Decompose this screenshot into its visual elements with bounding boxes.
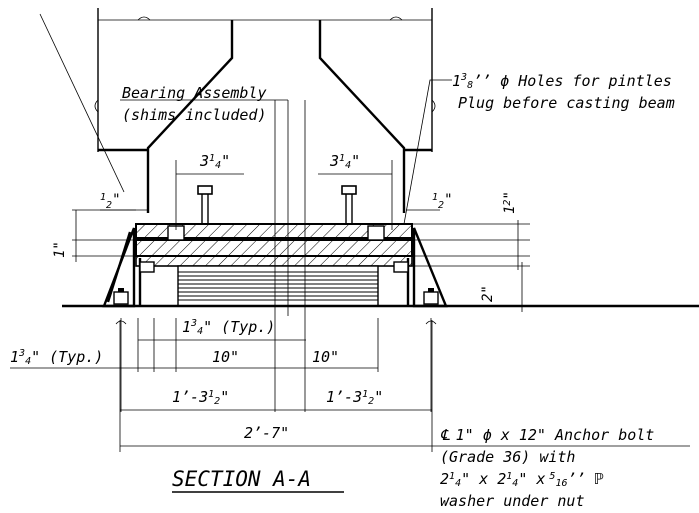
dim-3q-right: 314" [329, 152, 360, 171]
dim-3q-left: 314" [199, 152, 230, 171]
bearing-assembly [135, 185, 413, 307]
label-shims: (shims included) [122, 106, 267, 124]
leader-line [39, 13, 125, 193]
anchor-line2: (Grade 36) with [440, 448, 575, 466]
dim-134-center: 134" (Typ.) [182, 318, 275, 337]
dim-10-right: 10" [312, 348, 339, 366]
beam-outline [94, 8, 436, 213]
side-angles [102, 227, 448, 308]
label-bearing-assembly: Bearing Assembly [122, 84, 267, 102]
dim-1-3half-left: 1’-312" [172, 388, 229, 407]
dim-2-7: 2’-7" [244, 424, 289, 442]
dim-10-left: 10" [212, 348, 239, 366]
anchor-centerlines [115, 100, 437, 412]
label-holes-line2: Plug before casting beam [458, 94, 675, 112]
dim-half-left: 12" [100, 192, 121, 211]
anchor-line1: ℄1" ϕ x 12" Anchor bolt [440, 426, 654, 444]
labels: Bearing Assembly (shims included) 138’’ … [10, 72, 675, 510]
anchor-line4: washer under nut [440, 492, 585, 510]
dim-half-right: 12" [432, 192, 453, 211]
dimension-lines [10, 79, 690, 452]
label-holes-line1: 138’’ ϕ Holes for pintles [452, 72, 672, 91]
dim-134-left: 134" (Typ.) [10, 348, 103, 367]
dim-1half-vert: 12" [502, 191, 518, 214]
dim-2in: 2" [480, 285, 496, 302]
dim-1-3half-right: 1’-312" [326, 388, 383, 407]
section-title: SECTION A-A [172, 467, 311, 491]
dim-1in: 1" [52, 241, 68, 258]
